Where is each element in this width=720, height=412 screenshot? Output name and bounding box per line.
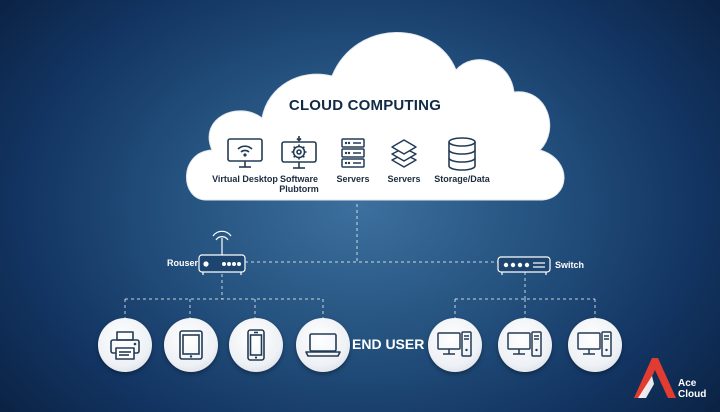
desktop-computer-icon xyxy=(507,331,542,357)
database-icon xyxy=(448,137,476,171)
service-label: Servers xyxy=(336,174,370,184)
brand-line-1: Ace xyxy=(678,378,697,389)
end-user-label: END USER xyxy=(352,336,425,352)
end-user-smartphone xyxy=(229,318,283,372)
service-label: Software Plubtorm xyxy=(279,174,319,194)
monitor-wifi-icon xyxy=(227,138,263,168)
ace-cloud-mark-icon xyxy=(634,358,676,398)
end-user-laptop xyxy=(296,318,350,372)
cloud-title: CLOUD COMPUTING xyxy=(288,97,442,114)
right-device-links xyxy=(454,299,596,318)
end-user-printer xyxy=(98,318,152,372)
end-user-desktop xyxy=(428,318,482,372)
service-storage-data: Storage/Data xyxy=(424,136,500,184)
brand-name: Ace Cloud xyxy=(678,378,706,400)
service-label: Storage/Data xyxy=(434,174,490,184)
service-servers: Servers xyxy=(315,136,391,184)
printer-icon xyxy=(110,331,140,360)
brand-line-2: Cloud xyxy=(678,389,707,400)
router-label: Rouser xyxy=(167,258,199,268)
desktop-computer-icon xyxy=(577,331,612,357)
service-label: Servers xyxy=(387,174,421,184)
server-rack-icon xyxy=(341,138,365,168)
service-servers-stack: Servers xyxy=(366,136,442,184)
smartphone-icon xyxy=(247,329,265,361)
service-software-platform: Software Plubtorm xyxy=(261,136,337,194)
laptop-icon xyxy=(305,333,341,357)
switch-label: Switch xyxy=(555,260,585,270)
left-device-links xyxy=(124,299,324,318)
desktop-computer-icon xyxy=(437,331,472,357)
ace-cloud-logo: Ace Cloud xyxy=(632,356,712,400)
service-label: Virtual Desktop xyxy=(212,174,278,184)
end-user-desktop xyxy=(498,318,552,372)
service-virtual-desktop: Virtual Desktop xyxy=(207,136,283,184)
tablet-icon xyxy=(179,330,203,360)
end-user-desktop xyxy=(568,318,622,372)
end-user-tablet xyxy=(164,318,218,372)
layers-stack-icon xyxy=(391,139,417,168)
monitor-gear-icon xyxy=(281,136,317,169)
router-icon xyxy=(198,230,246,275)
switch-icon xyxy=(497,256,551,275)
